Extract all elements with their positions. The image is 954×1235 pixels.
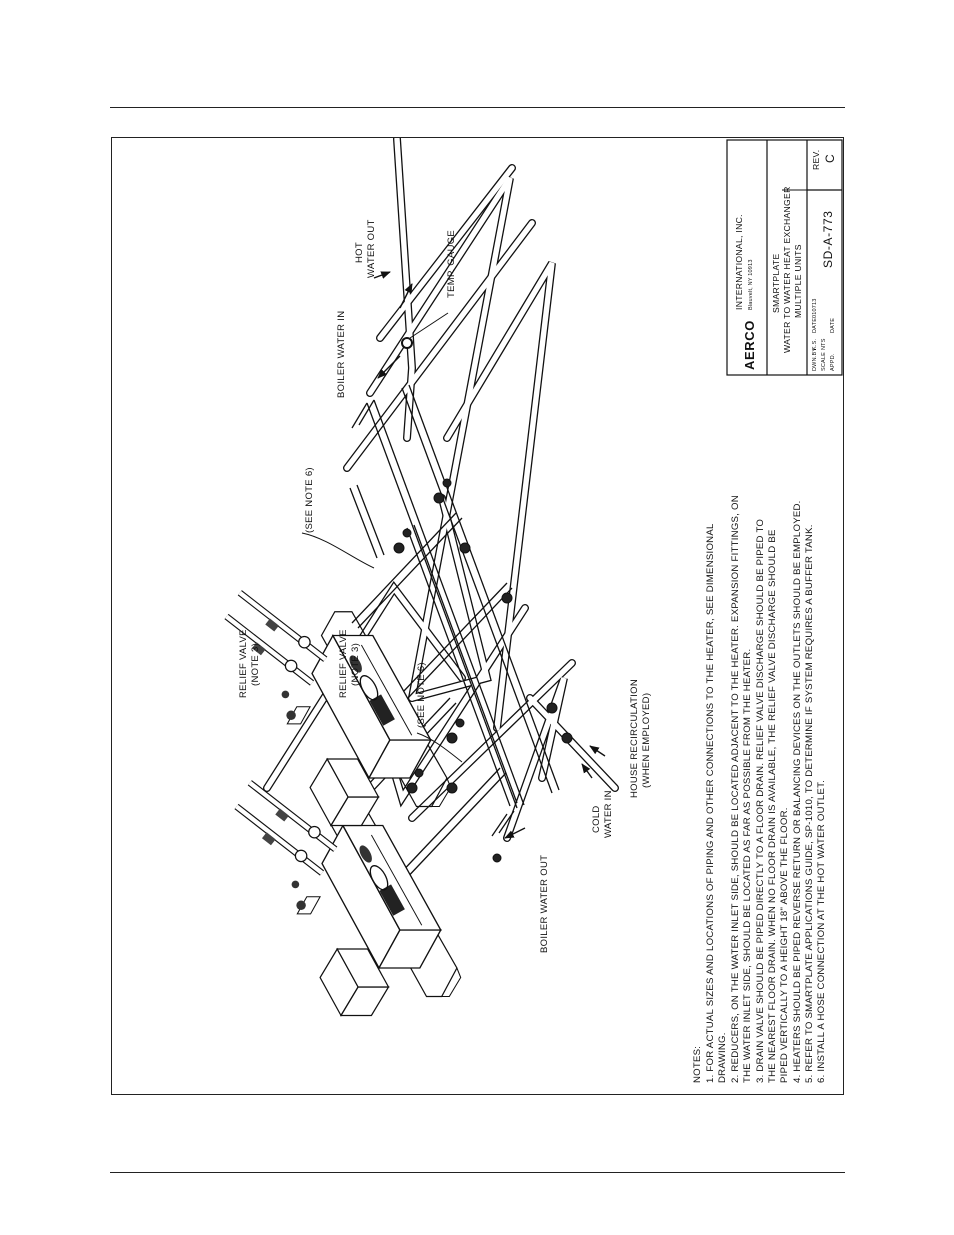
note-line: DRAWING.	[717, 1032, 728, 1083]
temp-gauge-icon	[401, 337, 413, 349]
note-line: 4. HEATERS SHOULD BE PIPED REVERSE RETUR…	[792, 500, 803, 1083]
date-value: 010713	[812, 298, 818, 318]
drawing-title-2: WATER TO WATER HEAT EXCHANGER	[782, 186, 792, 353]
dwn-by-label: DWN.BY	[812, 348, 818, 371]
relief-valve-note-2: (NOTE 3)	[250, 643, 261, 686]
house-recirculation-note: (WHEN EMPLOYED)	[641, 693, 652, 788]
drawing-title-1: SMARTPLATE	[771, 253, 781, 313]
hot-water-out-label-2: WATER OUT	[366, 219, 377, 278]
drawing-sheet: RELIEF VALVE (NOTE 3) RELIEF VALVE (NOTE…	[111, 137, 844, 1095]
rev-value: C	[823, 154, 837, 163]
relief-valve-label-1: RELIEF VALVE	[338, 629, 349, 698]
company-name: INTERNATIONAL, INC.	[734, 214, 744, 310]
boiler-water-in-label: BOILER WATER IN	[336, 311, 347, 398]
company-location: Blauvelt, NY 10913	[748, 259, 754, 310]
see-note-6-label-a: (SEE NOTE 6)	[304, 467, 315, 533]
cold-water-in-label-2: WATER IN	[603, 790, 614, 838]
note-line: 3. DRAIN VALVE SHOULD BE PIPED DIRECTLY …	[755, 519, 766, 1083]
note-line: THE WATER INLET SIDE, SHOULD BE LOCATED …	[742, 649, 753, 1083]
valves	[393, 478, 573, 863]
appd-date-label: DATE	[830, 318, 836, 333]
hot-water-out-label-1: HOT	[354, 242, 365, 263]
footer-rule	[110, 1172, 845, 1173]
relief-valve-label-2: RELIEF VALVE	[238, 629, 249, 698]
see-note-6-label-b: (SEE NOTE 6)	[416, 662, 427, 728]
relief-valve-note-1: (NOTE 3)	[350, 643, 361, 686]
notes-block: NOTES: 1. FOR ACTUAL SIZES AND LOCATIONS…	[692, 495, 827, 1083]
diagram-labels: RELIEF VALVE (NOTE 3) RELIEF VALVE (NOTE…	[238, 219, 652, 953]
scale-value: NTS	[821, 338, 827, 350]
aerco-logo: AERCO	[742, 320, 757, 370]
note-line: THE NEAREST FLOOR DRAIN. WHEN NO FLOOR D…	[767, 529, 778, 1083]
drawing-title-3: MULTIPLE UNITS	[793, 244, 803, 318]
appd-label: APPD.	[830, 353, 836, 371]
temp-gauge-label: TEMP. GAUGE	[446, 230, 457, 298]
note-line: 5. REFER TO SMARTPLATE APPLICATIONS GUID…	[804, 524, 815, 1083]
house-recirculation-label: HOUSE RECIRCULATION	[629, 679, 640, 798]
piping-diagram: RELIEF VALVE (NOTE 3) RELIEF VALVE (NOTE…	[112, 138, 843, 1083]
note-line: PIPED VERTICALLY TO A HEIGHT 18" ABOVE T…	[779, 807, 790, 1083]
dwn-by-value: K.S.	[812, 339, 818, 350]
rev-label: REV.	[811, 150, 821, 170]
boiler-water-out-label: BOILER WATER OUT	[539, 855, 550, 953]
header-rule	[110, 107, 845, 108]
cold-water-in-label-1: COLD	[591, 805, 602, 833]
scale-label: SCALE	[821, 352, 827, 371]
leader-lines	[301, 312, 463, 763]
note-line: 6. INSTALL A HOSE CONNECTION AT THE HOT …	[816, 780, 827, 1083]
drawing-number: SD-A-773	[821, 211, 835, 269]
notes-heading: NOTES:	[692, 1046, 703, 1083]
note-line: 1. FOR ACTUAL SIZES AND LOCATIONS OF PIP…	[705, 523, 716, 1083]
date-label: DATE	[812, 318, 818, 333]
title-block: AERCO INTERNATIONAL, INC. Blauvelt, NY 1…	[726, 139, 843, 376]
pipes	[263, 138, 619, 842]
flow-arrows	[373, 271, 606, 839]
note-line: 2. REDUCERS, ON THE WATER INLET SIDE, SH…	[730, 495, 741, 1083]
